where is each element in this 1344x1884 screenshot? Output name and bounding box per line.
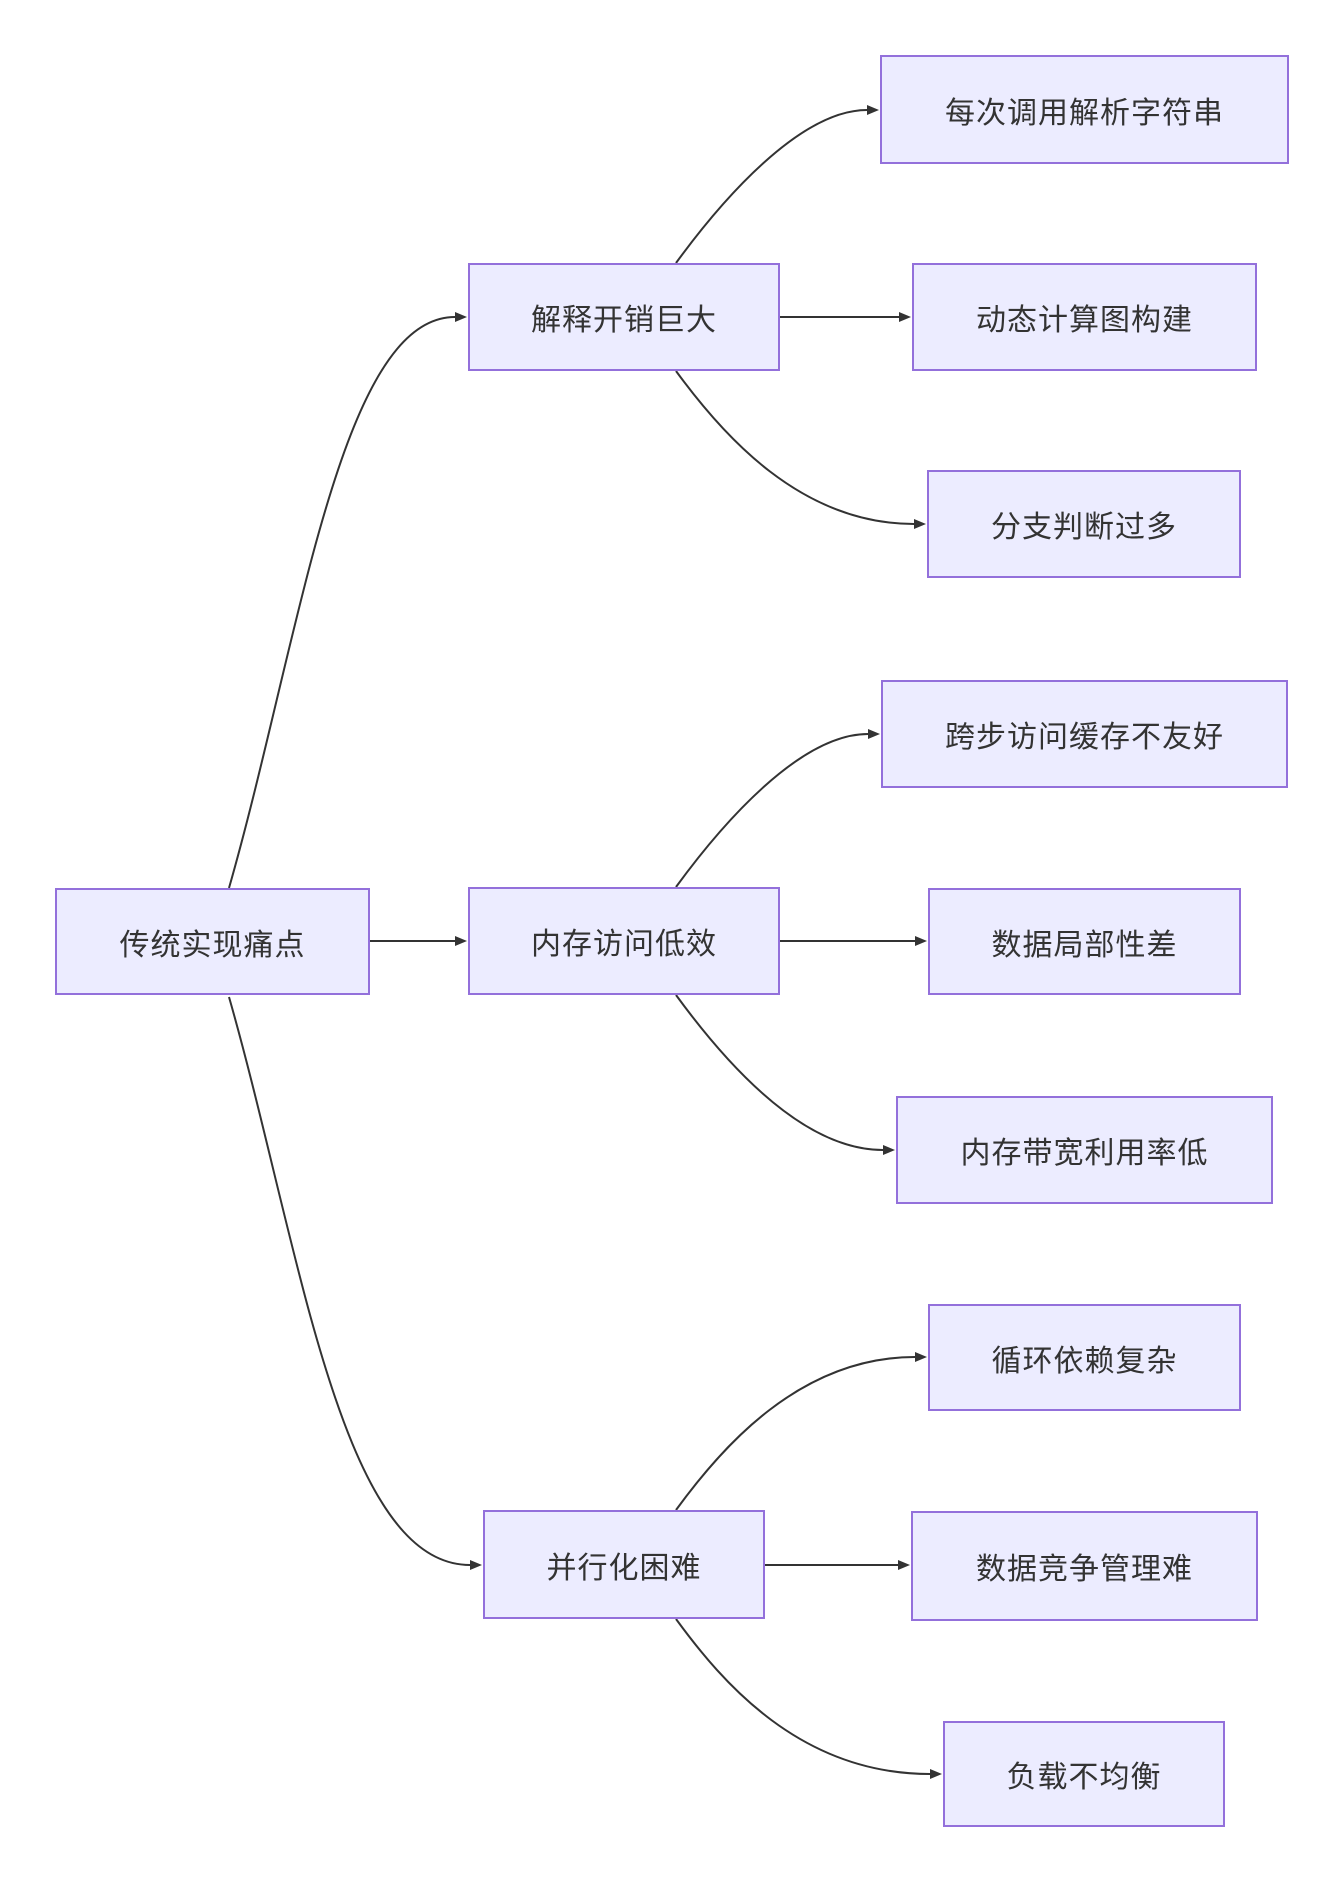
node-parallelization-label: 并行化困难 <box>546 1551 702 1585</box>
edge-parallel-to-load-balance <box>675 1618 942 1779</box>
node-memory-access: 内存访问低效 <box>468 887 780 995</box>
node-root-label: 传统实现痛点 <box>119 928 306 962</box>
node-load-imbalance-label: 负载不均衡 <box>1006 1761 1162 1794</box>
node-memory-access-label: 内存访问低效 <box>531 928 717 961</box>
node-root: 传统实现痛点 <box>55 888 370 995</box>
edge-interpret-to-branch-checks <box>675 370 926 529</box>
node-parse-string-every-call: 每次调用解析字符串 <box>880 55 1289 164</box>
node-load-imbalance: 负载不均衡 <box>943 1721 1225 1827</box>
node-poor-data-locality: 数据局部性差 <box>928 888 1241 995</box>
node-interpret-overhead-label: 解释开销巨大 <box>531 304 717 337</box>
node-complex-loop-dependency: 循环依赖复杂 <box>928 1304 1241 1411</box>
node-strided-access-cache-label: 跨步访问缓存不友好 <box>945 721 1224 754</box>
node-too-many-branches: 分支判断过多 <box>927 470 1241 578</box>
node-low-bandwidth-utilization: 内存带宽利用率低 <box>896 1096 1273 1204</box>
edge-root-to-parallel <box>228 996 482 1570</box>
edge-parallel-to-loop-deps <box>675 1352 927 1511</box>
node-parallelization: 并行化困难 <box>483 1510 765 1619</box>
edge-memory-to-bandwidth <box>675 994 895 1155</box>
node-too-many-branches-label: 分支判断过多 <box>991 511 1177 544</box>
node-data-race-management-label: 数据竞争管理难 <box>976 1553 1193 1586</box>
node-strided-access-cache: 跨步访问缓存不友好 <box>881 680 1288 788</box>
node-complex-loop-dependency-label: 循环依赖复杂 <box>991 1344 1178 1378</box>
node-poor-data-locality-label: 数据局部性差 <box>991 928 1178 962</box>
node-dynamic-graph-build: 动态计算图构建 <box>912 263 1257 371</box>
node-low-bandwidth-utilization-label: 内存带宽利用率低 <box>960 1137 1209 1170</box>
node-dynamic-graph-build-label: 动态计算图构建 <box>976 304 1193 337</box>
node-data-race-management: 数据竞争管理难 <box>911 1511 1258 1621</box>
node-parse-string-every-call-label: 每次调用解析字符串 <box>945 96 1224 130</box>
edge-memory-to-strided-access <box>675 729 880 888</box>
node-interpret-overhead: 解释开销巨大 <box>468 263 780 371</box>
edge-root-to-interpret <box>228 312 467 889</box>
edge-interpret-to-parse-string <box>675 105 879 264</box>
